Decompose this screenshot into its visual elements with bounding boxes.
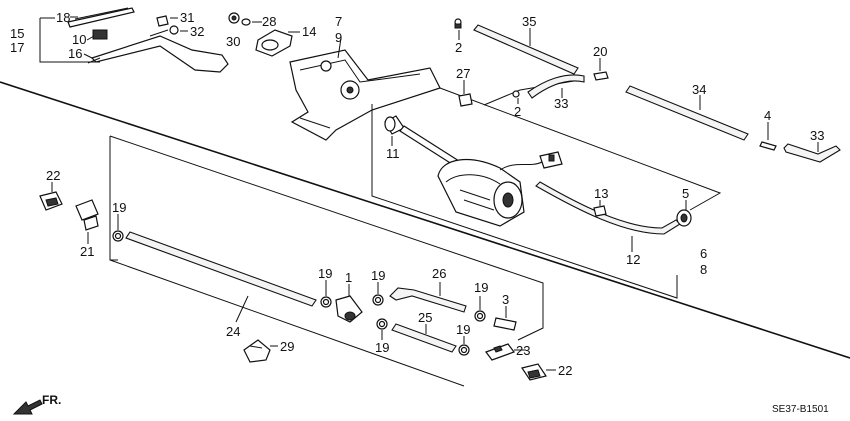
callout-17: 17 <box>10 40 24 55</box>
callout-31: 31 <box>180 10 194 25</box>
callout-28: 28 <box>262 14 276 29</box>
callout-12: 12 <box>626 252 640 267</box>
callout-3: 3 <box>502 292 509 307</box>
lower-washer-group <box>39 135 556 387</box>
callout-23: 23 <box>516 343 530 358</box>
callout-34: 34 <box>692 82 706 97</box>
callout-19-c: 19 <box>371 268 385 283</box>
callout-14: 14 <box>302 24 316 39</box>
callout-22-left: 22 <box>46 168 60 183</box>
callout-21: 21 <box>80 244 94 259</box>
callout-15: 15 <box>10 26 24 41</box>
callout-26: 26 <box>432 266 446 281</box>
front-direction-label: FR. <box>42 393 61 407</box>
upper-hoses <box>371 18 841 299</box>
callout-9: 9 <box>335 30 342 45</box>
wiper-arm-assembly <box>39 7 229 73</box>
callout-5: 5 <box>682 186 689 201</box>
callout-25: 25 <box>418 310 432 325</box>
pivot-cap-parts <box>228 12 300 57</box>
callout-13: 13 <box>594 186 608 201</box>
callout-10: 10 <box>72 32 86 47</box>
callout-24: 24 <box>226 324 240 339</box>
callout-19-d: 19 <box>375 340 389 355</box>
callout-19-e: 19 <box>474 280 488 295</box>
callout-2-lower: 2 <box>514 104 521 119</box>
front-direction-arrow <box>12 399 43 415</box>
callout-20: 20 <box>593 44 607 59</box>
callout-33-upper: 33 <box>554 96 568 111</box>
callout-7: 7 <box>335 14 342 29</box>
callout-30: 30 <box>226 34 240 49</box>
callout-1: 1 <box>345 270 352 285</box>
callout-29: 29 <box>280 339 294 354</box>
callout-22-right: 22 <box>558 363 572 378</box>
callout-33-right: 33 <box>810 128 824 143</box>
callout-16: 16 <box>68 46 82 61</box>
callout-18: 18 <box>56 10 70 25</box>
wiper-linkage-frame <box>289 37 441 141</box>
wiper-motor-assembly <box>384 115 692 252</box>
callout-4: 4 <box>764 108 771 123</box>
callout-19-a: 19 <box>112 200 126 215</box>
callout-27: 27 <box>456 66 470 81</box>
callout-35: 35 <box>522 14 536 29</box>
section-divider-line <box>0 81 850 359</box>
callout-2-top: 2 <box>455 40 462 55</box>
callout-19-b: 19 <box>318 266 332 281</box>
callout-19-f: 19 <box>456 322 470 337</box>
callout-32: 32 <box>190 24 204 39</box>
callout-8: 8 <box>700 262 707 277</box>
callout-6: 6 <box>700 246 707 261</box>
callout-11: 11 <box>386 146 400 161</box>
diagram-code: SE37-B1501 <box>772 404 829 415</box>
